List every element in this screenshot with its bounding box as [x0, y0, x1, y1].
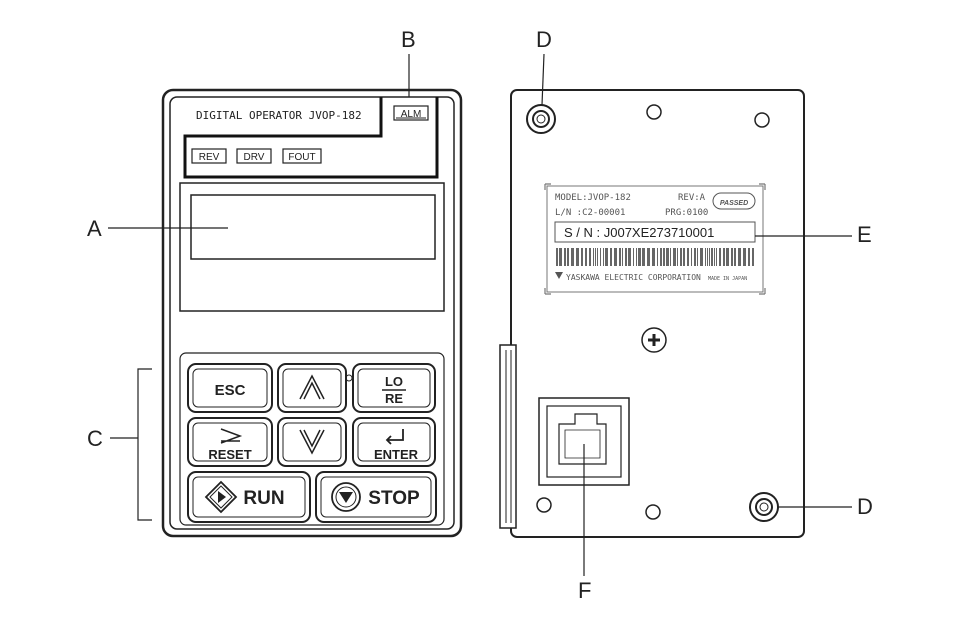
drv-indicator: DRV [236, 148, 272, 164]
front-title: DIGITAL OPERATOR JVOP-182 [196, 109, 362, 122]
barcode [556, 248, 754, 266]
fout-indicator: FOUT [282, 148, 322, 164]
hole-top-middle [646, 104, 662, 120]
yaskawa-logo [555, 272, 563, 279]
lcd-display-area [179, 182, 445, 312]
run-key[interactable]: RUN [187, 471, 311, 523]
rj45-socket-icon [558, 413, 607, 465]
passed-badge: PASSED [712, 192, 756, 210]
alm-label: ALM [401, 109, 422, 120]
label-rev: REV:A [678, 193, 706, 203]
callout-f: F [578, 444, 591, 603]
callout-b-letter: B [401, 27, 416, 52]
up-arrow-icon [299, 374, 325, 400]
down-arrow-icon [299, 429, 325, 455]
callout-c-bracket [110, 368, 152, 521]
nameplate-label: MODEL:JVOP-182 REV:A L/N :C2-00001 PRG:0… [544, 183, 766, 295]
callout-d-top-leader [541, 53, 545, 106]
callout-d-bottom: D [778, 494, 873, 519]
fout-label: FOUT [288, 152, 315, 163]
callout-d-bottom-letter: D [857, 494, 873, 519]
esc-key-label: ESC [215, 382, 246, 399]
lcd-screen [190, 194, 436, 260]
callout-f-letter: F [578, 578, 591, 603]
front-housing-inner [169, 96, 455, 530]
label-lot-number: L/N :C2-00001 [555, 208, 625, 218]
center-screw [641, 327, 667, 353]
hole-bottom-middle [645, 504, 661, 520]
enter-key[interactable]: ENTER [352, 417, 436, 467]
callout-c: C [87, 368, 152, 521]
shift-right-icon [220, 428, 243, 444]
up-arrow-key[interactable] [277, 363, 347, 413]
serial-box [554, 221, 756, 243]
callout-d-top-letter: D [536, 27, 552, 52]
stop-key-label: STOP [368, 488, 420, 509]
rev-label: REV [199, 152, 220, 163]
run-key-label: RUN [243, 488, 284, 509]
front-view: DIGITAL OPERATOR JVOP-182 ALM REV DRV FO… [161, 88, 463, 538]
side-clip [499, 344, 517, 529]
down-arrow-key[interactable] [277, 417, 347, 467]
callout-d-top: D [536, 27, 552, 106]
callout-c-letter: C [87, 426, 103, 451]
lo-re-key[interactable]: LO RE [352, 363, 436, 413]
hole-top-right [754, 112, 770, 128]
callout-a-letter: A [87, 216, 102, 241]
mounting-screw-top [526, 104, 556, 134]
esc-key[interactable]: ESC [187, 363, 273, 413]
label-prg: PRG:0100 [665, 208, 708, 218]
callout-b: B [401, 27, 416, 97]
label-model: MODEL:JVOP-182 [555, 193, 631, 203]
reset-key-label: RESET [208, 447, 251, 462]
alm-indicator: ALM [393, 105, 429, 121]
hole-bottom-left [536, 497, 552, 513]
led-indicator-panel [183, 97, 439, 179]
callout-a: A [87, 216, 228, 241]
rev-indicator: REV [191, 148, 227, 164]
callout-e: E [755, 222, 872, 247]
stop-key[interactable]: STOP [315, 471, 437, 523]
enter-key-label: ENTER [374, 447, 419, 462]
callout-e-letter: E [857, 222, 872, 247]
lo-key-label: LO [385, 374, 403, 389]
label-serial: S / N : J007XE273710001 [564, 225, 714, 240]
label-company: YASKAWA ELECTRIC CORPORATION [566, 273, 701, 282]
back-view: MODEL:JVOP-182 REV:A L/N :C2-00001 PRG:0… [499, 89, 805, 538]
drv-label: DRV [244, 152, 265, 163]
reset-key[interactable]: RESET [187, 417, 273, 467]
keypad-area [179, 352, 445, 526]
label-made-in: MADE IN JAPAN [708, 276, 747, 282]
passed-badge-text: PASSED [720, 200, 748, 207]
enter-return-icon [385, 429, 404, 445]
stop-icon [331, 482, 361, 512]
re-key-label: RE [385, 391, 403, 406]
run-icon [204, 480, 238, 514]
